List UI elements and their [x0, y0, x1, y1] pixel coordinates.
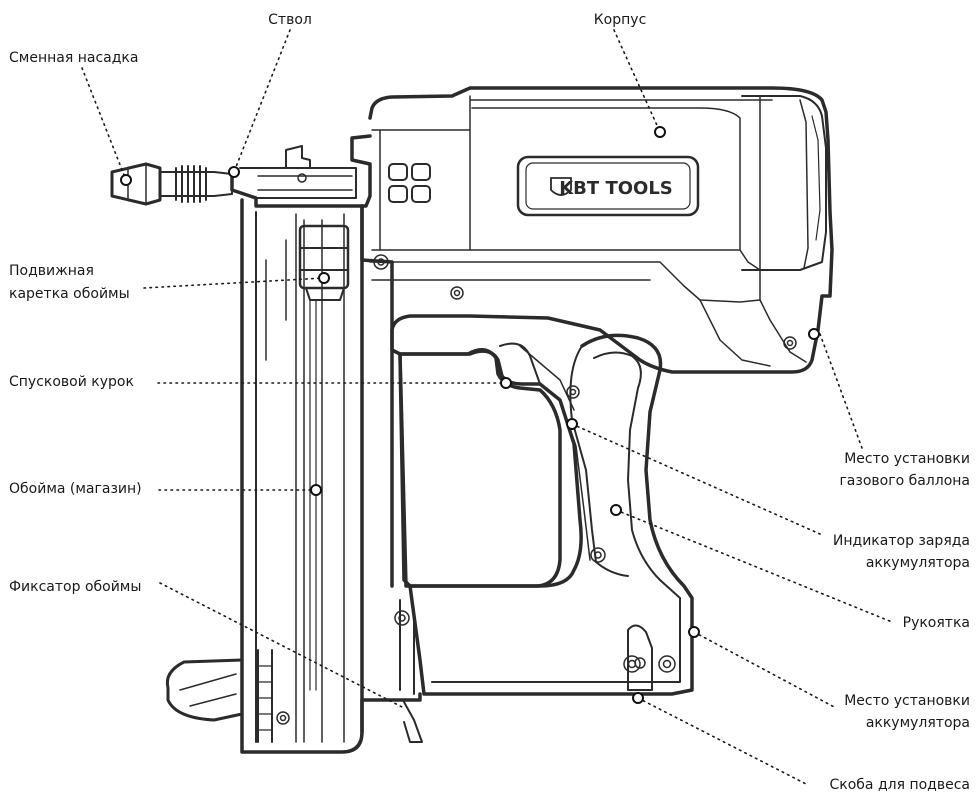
- leader-lines: [81, 29, 893, 785]
- label-gaz-2: газового баллона: [839, 473, 970, 489]
- trigger-window: [398, 348, 562, 588]
- base-foot: [165, 204, 653, 734]
- logo-plate: [516, 155, 700, 217]
- label-indikator-1: Индикатор заряда: [832, 533, 970, 549]
- magazine: [240, 198, 423, 754]
- label-karetka-1: Подвижная: [9, 263, 94, 279]
- label-skoba: Скоба для подвеса: [829, 777, 971, 793]
- label-kurok: Спусковой курок: [9, 374, 134, 390]
- label-karetka-2: каретка обоймы: [9, 286, 130, 302]
- logo-text: KBT TOOLS: [559, 178, 673, 199]
- label-stvol: Ствол: [268, 12, 312, 28]
- control-buttons: [388, 163, 431, 203]
- screws: [276, 254, 797, 725]
- label-rukoyatka: Рукоятка: [902, 615, 970, 631]
- label-gaz-1: Место установки: [844, 451, 970, 467]
- barrel: [110, 134, 372, 208]
- label-oboyma: Обойма (магазин): [9, 481, 142, 497]
- logo-shield-icon: [550, 177, 572, 196]
- body-housing: [368, 86, 834, 588]
- label-akkum-1: Место установки: [844, 693, 970, 709]
- label-akkum-2: аккумулятора: [865, 715, 970, 731]
- handle: [408, 333, 694, 696]
- label-indikator-2: аккумулятора: [865, 555, 970, 571]
- leader-dots: [120, 126, 820, 704]
- label-fiksator: Фиксатор обоймы: [9, 579, 142, 595]
- label-korpus: Корпус: [593, 12, 647, 28]
- label-nasadka: Сменная насадка: [9, 50, 139, 66]
